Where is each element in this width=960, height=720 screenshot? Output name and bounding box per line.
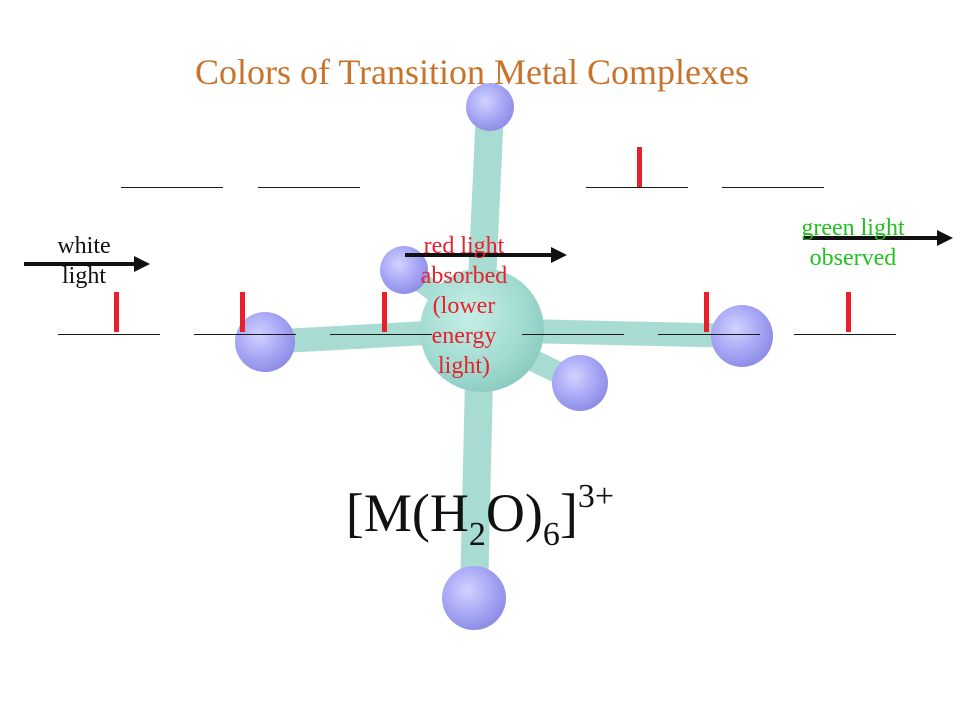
label-line: red light xyxy=(423,233,505,259)
orbital-line xyxy=(58,334,160,335)
electron-mark xyxy=(114,292,119,332)
label-line: energy xyxy=(431,323,497,349)
electron-mark xyxy=(382,292,387,332)
red-light-absorbed-label: red light absorbed (lower energy light) xyxy=(384,231,544,381)
orbital-line xyxy=(522,334,624,335)
orbital-line xyxy=(330,334,432,335)
formula-charge: 3+ xyxy=(577,478,615,515)
complex-formula: [M(H2O)6]3+ xyxy=(320,478,640,552)
formula-part: O) xyxy=(485,483,543,543)
ligand-right xyxy=(711,305,773,367)
orbital-line xyxy=(194,334,296,335)
orbital-line xyxy=(794,334,896,335)
formula-part: [M(H xyxy=(345,483,469,543)
red-light-arrow xyxy=(405,247,567,263)
label-line: absorbed xyxy=(420,263,508,289)
green-light-arrow xyxy=(803,230,953,246)
orbital-line xyxy=(722,187,824,188)
label-line: observed xyxy=(809,245,897,271)
label-line: white xyxy=(57,233,111,259)
formula-subscript: 2 xyxy=(468,516,486,553)
electron-mark xyxy=(637,147,642,187)
orbital-line xyxy=(121,187,223,188)
formula-part: ] xyxy=(559,483,578,543)
orbital-line xyxy=(258,187,360,188)
label-line: light xyxy=(61,263,106,289)
orbital-line xyxy=(586,187,688,188)
metal-center xyxy=(420,268,544,392)
ligand-top xyxy=(466,83,514,131)
slide-title: Colors of Transition Metal Complexes xyxy=(194,52,749,92)
electron-mark xyxy=(846,292,851,332)
ligand-front xyxy=(552,355,608,411)
white-light-label: white light xyxy=(36,231,132,291)
electron-mark xyxy=(704,292,709,332)
label-line: (lower xyxy=(432,293,496,319)
formula-subscript: 6 xyxy=(542,516,560,553)
label-line: green light xyxy=(801,215,905,241)
white-light-arrow xyxy=(24,256,150,272)
ligand-bottom xyxy=(442,566,506,630)
ligand-left xyxy=(235,312,295,372)
green-light-observed-label: green light observed xyxy=(768,213,938,273)
electron-mark xyxy=(240,292,245,332)
label-line: light) xyxy=(438,353,490,379)
orbital-line xyxy=(658,334,760,335)
ligand-back xyxy=(380,246,428,294)
